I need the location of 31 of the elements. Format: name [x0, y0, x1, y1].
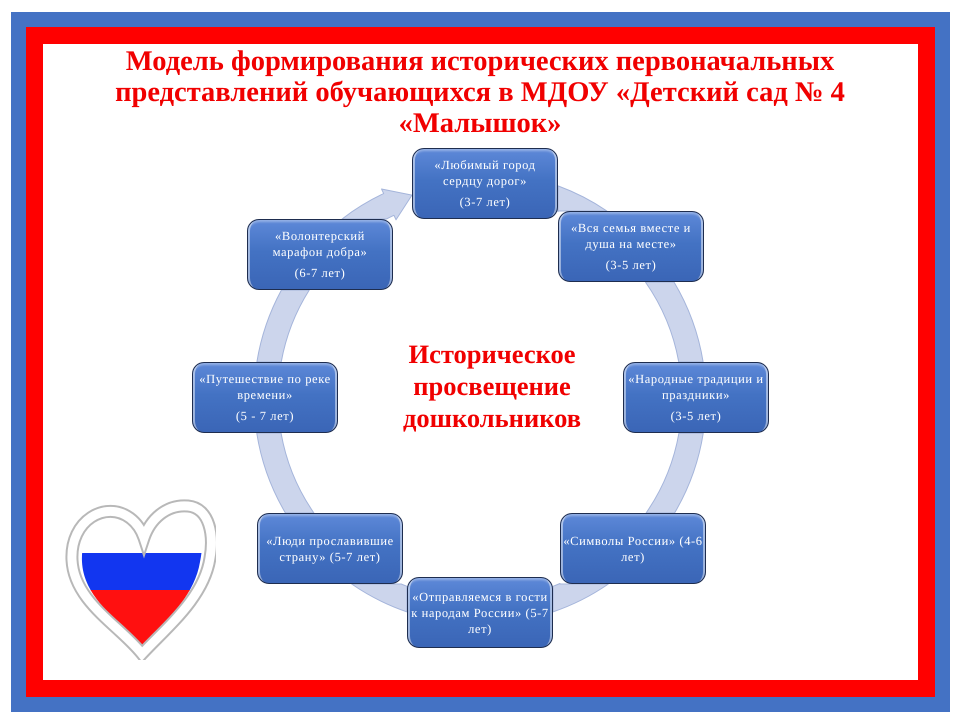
curved-arrow	[342, 188, 412, 220]
topic-title: «Волонтерский марафон добра»	[272, 228, 368, 260]
topic-box	[558, 211, 704, 282]
age-range-text: (3-5 лет)	[670, 408, 722, 424]
curved-connector	[644, 282, 704, 362]
curved-connector	[557, 185, 608, 212]
diagram-title: Модель формирования исторических первоначальных представлений обучающихся в МДОУ «Детский сад № 4 «Малышок»	[114, 46, 846, 139]
topic-box	[192, 362, 338, 433]
age-range-text: (3-7 лет)	[460, 194, 510, 210]
topic-title: «Символы России» (4-6 лет)	[563, 532, 703, 564]
topic-title: «Отправляемся в гости к народам России» (5-7 лет)	[410, 588, 550, 636]
curved-connector	[351, 584, 408, 612]
topic-title: «Любимый город сердцу дорог»	[433, 157, 537, 189]
topic-box	[412, 148, 558, 219]
topic-box	[623, 362, 769, 433]
topic-title: «Народные традиции и праздники»	[627, 371, 765, 403]
age-range-text: (6-7 лет)	[294, 265, 346, 281]
center-heading: Историческое просвещение дошкольников	[402, 338, 582, 434]
topic-box	[257, 513, 403, 584]
curved-connector	[552, 583, 609, 612]
topic-title: «Путешествие по реке времени»	[198, 371, 332, 403]
topic-box	[407, 577, 553, 648]
curved-connector	[646, 432, 704, 514]
topic-title: «Вся семья вместе и душа на месте»	[570, 220, 692, 252]
topic-title: «Люди прославившие страну» (5-7 лет)	[265, 532, 395, 564]
topic-box	[560, 513, 706, 584]
age-range-text: (5 - 7 лет)	[236, 408, 294, 424]
curved-connector	[256, 290, 310, 362]
age-range-text: (3-5 лет)	[606, 257, 656, 273]
topic-box	[247, 219, 393, 290]
curved-connector	[256, 432, 314, 514]
